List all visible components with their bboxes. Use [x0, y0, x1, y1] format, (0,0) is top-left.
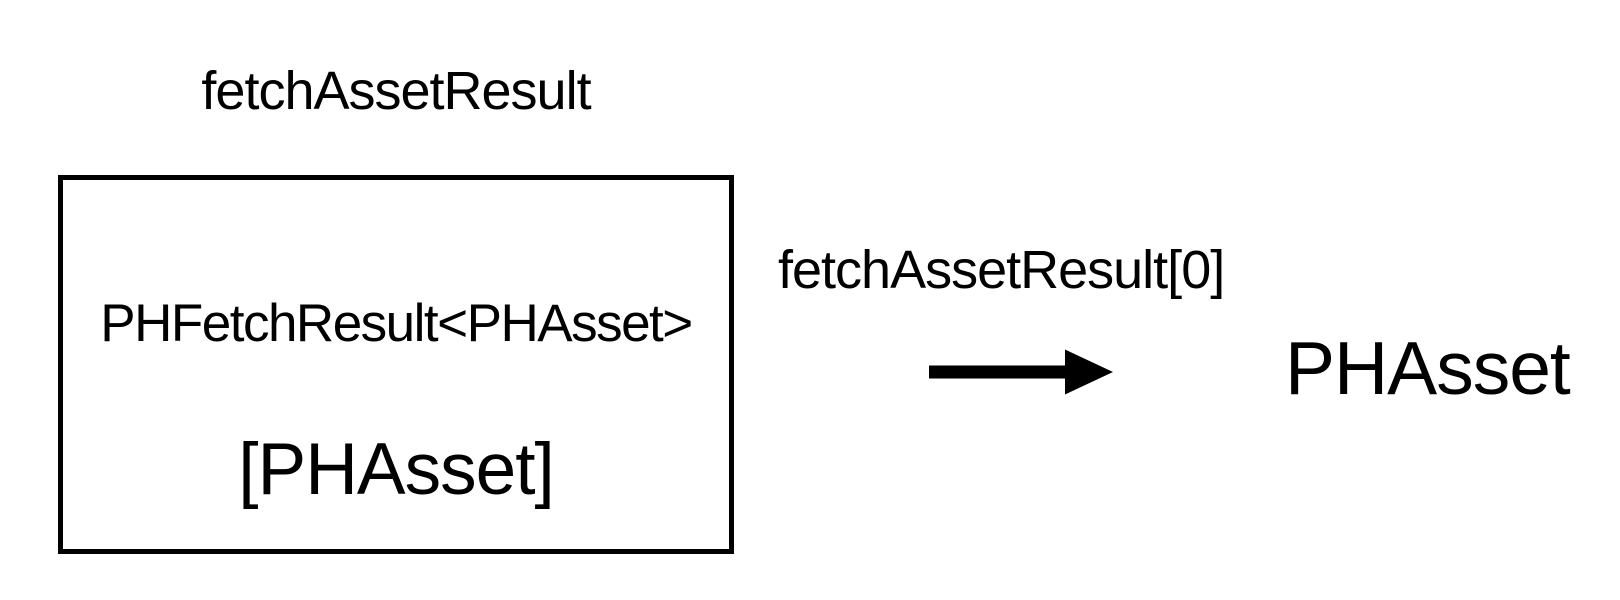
subscript-expression-label: fetchAssetResult[0] — [778, 240, 1225, 300]
right-arrow-icon — [925, 348, 1120, 398]
fetch-result-variable-label: fetchAssetResult — [201, 61, 591, 121]
fetch-result-contents-text: [PHAsset] — [238, 429, 555, 510]
fetch-result-type-text: PHFetchResult<PHAsset> — [100, 294, 693, 353]
phasset-result-label: PHAsset — [1285, 326, 1571, 410]
fetch-result-box: PHFetchResult<PHAsset> [PHAsset] — [58, 175, 734, 554]
